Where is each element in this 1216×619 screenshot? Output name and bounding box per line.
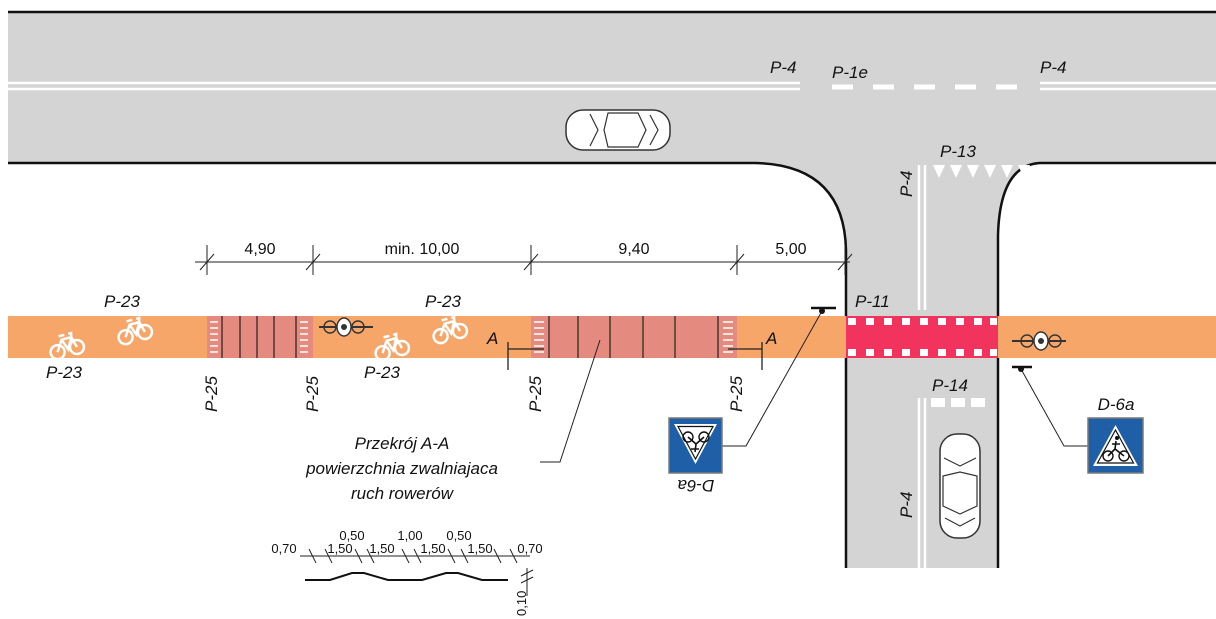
label-p25: P-25 (202, 376, 221, 412)
section-dimension-line (300, 548, 530, 564)
section-label-right: A (765, 329, 777, 348)
section-label-left: A (486, 329, 498, 348)
annotation-leader (540, 339, 601, 463)
label-p4-side-upper: P-4 (897, 171, 916, 197)
dimension-d4: 5,00 (775, 241, 806, 258)
section-profile (305, 572, 508, 581)
label-p23: P-23 (46, 363, 82, 382)
d6a-sign (1087, 417, 1144, 474)
speed-surface-2 (531, 316, 737, 358)
side-road-centerline-upper (917, 165, 927, 310)
section-dim: 1,50 (467, 541, 492, 556)
sign-leader (1020, 368, 1088, 447)
dimension-d1: 4,90 (244, 241, 275, 258)
section-dim: 1,50 (327, 541, 352, 556)
label-p23: P-23 (425, 292, 461, 311)
dimension-d2: min. 10,00 (385, 241, 460, 258)
label-d6a: D-6a (1098, 395, 1135, 414)
p13-give-way-teeth (933, 165, 1042, 178)
label-p4-top-left: P-4 (770, 58, 796, 77)
car-icon (939, 433, 981, 539)
section-dim: 0,50 (339, 528, 364, 543)
label-p13: P-13 (940, 142, 976, 161)
section-height-label: 0,10 (514, 591, 529, 616)
label-d6a-inverted: D-6a (678, 476, 715, 495)
annotation-line-3: ruch rowerów (351, 484, 455, 503)
section-dim: 0,70 (271, 541, 296, 556)
label-p4-side-lower: P-4 (897, 492, 916, 518)
label-p25: P-25 (727, 376, 746, 412)
section-dim: 0,50 (446, 528, 471, 543)
side-road-centerline-lower (917, 398, 927, 568)
annotation-line-2: powierzchnia zwalniajaca (305, 459, 498, 478)
sign-leader (722, 310, 823, 447)
p11-bike-crossing (846, 316, 998, 358)
dimension-d3: 9,40 (618, 241, 649, 258)
centerline-p4-left (8, 81, 800, 91)
label-p14: P-14 (932, 376, 968, 395)
section-mark (507, 342, 763, 370)
label-p23: P-23 (104, 292, 140, 311)
section-dim: 1,50 (420, 541, 445, 556)
label-p25: P-25 (303, 376, 322, 412)
dimension-line (195, 245, 853, 275)
label-p11: P-11 (855, 292, 890, 311)
section-dim: 0,70 (517, 541, 542, 556)
label-p23: P-23 (364, 363, 400, 382)
d6a-sign-inverted (668, 417, 723, 474)
section-height-dim (520, 568, 534, 596)
annotation-line-1: Przekrój A-A (355, 434, 450, 453)
p14-line (931, 398, 985, 407)
centerline-p4-right (1040, 81, 1216, 91)
speed-surface-1 (207, 316, 313, 358)
car-icon (565, 109, 671, 151)
road-edge-right (996, 161, 1216, 568)
label-p1e: P-1e (832, 63, 868, 82)
section-dim: 1,00 (397, 528, 422, 543)
label-p25: P-25 (526, 376, 545, 412)
road-edge-left (8, 161, 848, 568)
label-p4-top-right: P-4 (1040, 58, 1066, 77)
main-road (8, 12, 1216, 568)
section-dim: 1,50 (369, 541, 394, 556)
